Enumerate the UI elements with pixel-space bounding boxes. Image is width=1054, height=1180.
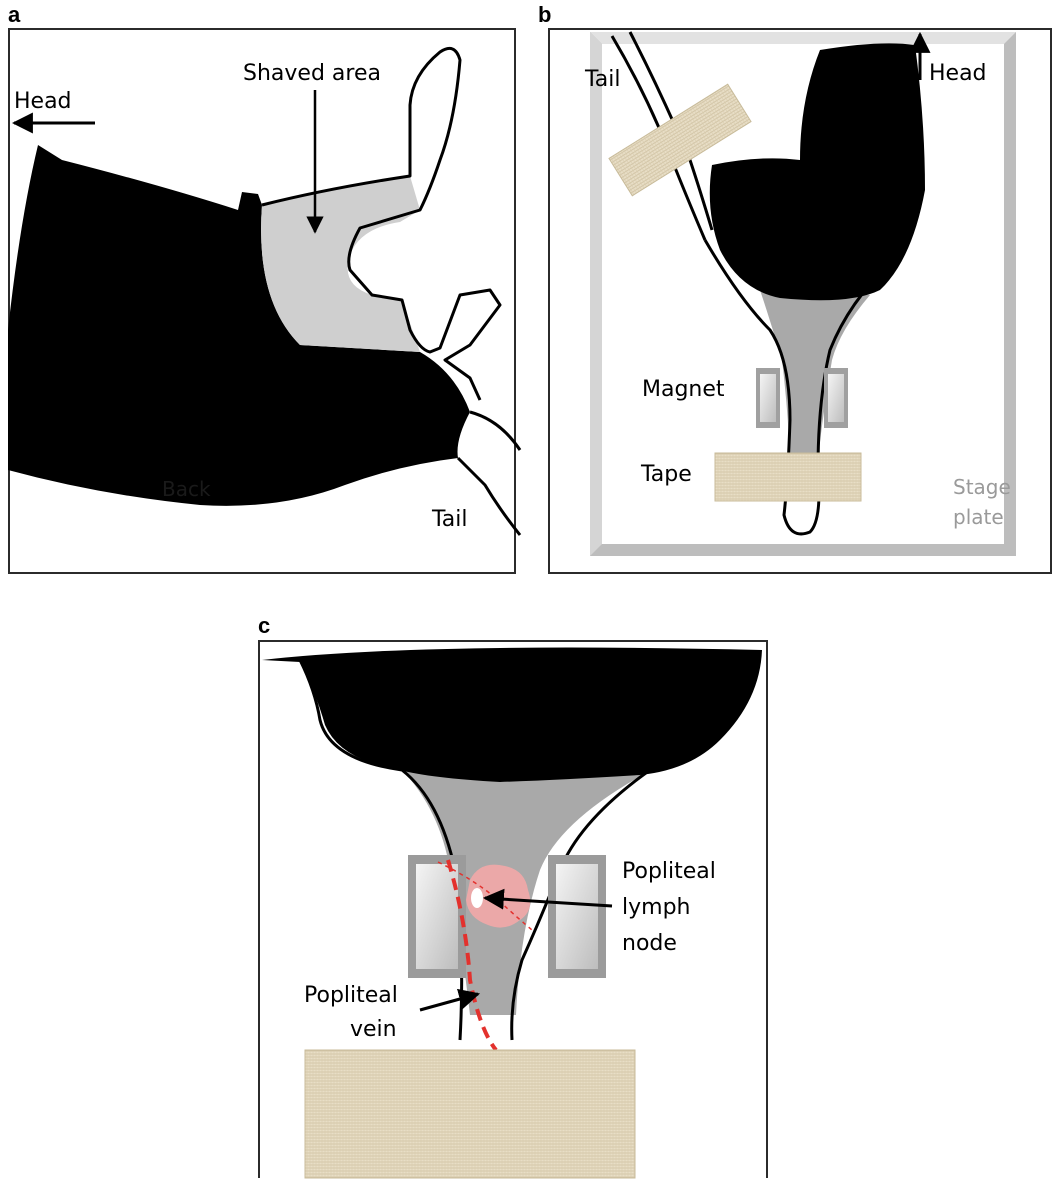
magnet-right bbox=[824, 368, 848, 428]
label-tail-b: Tail bbox=[584, 67, 621, 92]
panel-b-drawing: Tail Head Magnet Tape Stage plate bbox=[584, 32, 1016, 556]
label-vein-line1: Popliteal bbox=[304, 983, 398, 1008]
label-node-line2: lymph bbox=[622, 895, 690, 920]
magnet-left bbox=[756, 368, 780, 428]
label-vein-line2: vein bbox=[350, 1017, 397, 1042]
panel-a-drawing: Head Shaved area Back Tail bbox=[8, 48, 520, 535]
label-tape: Tape bbox=[640, 462, 692, 487]
label-node-line1: Popliteal bbox=[622, 859, 716, 884]
magnet-left-c bbox=[408, 855, 466, 978]
label-tail-a: Tail bbox=[431, 507, 468, 532]
label-stage-line1: Stage bbox=[953, 475, 1011, 499]
label-node-line3: node bbox=[622, 931, 677, 956]
lymph-node-core bbox=[471, 888, 483, 908]
tape-c bbox=[305, 1050, 635, 1178]
tape-bottom bbox=[715, 453, 861, 501]
label-back: Back bbox=[162, 477, 211, 501]
label-head-a: Head bbox=[14, 89, 72, 114]
mouse-body-fur-c bbox=[262, 648, 762, 782]
magnet-right-c bbox=[548, 855, 606, 978]
label-stage-line2: plate bbox=[953, 505, 1004, 529]
label-shaved-area: Shaved area bbox=[243, 61, 381, 86]
shaved-area bbox=[261, 176, 420, 352]
panel-c-drawing: Popliteal lymph node Popliteal vein bbox=[262, 648, 762, 1178]
label-magnet: Magnet bbox=[642, 377, 725, 402]
label-head-b: Head bbox=[929, 61, 987, 86]
